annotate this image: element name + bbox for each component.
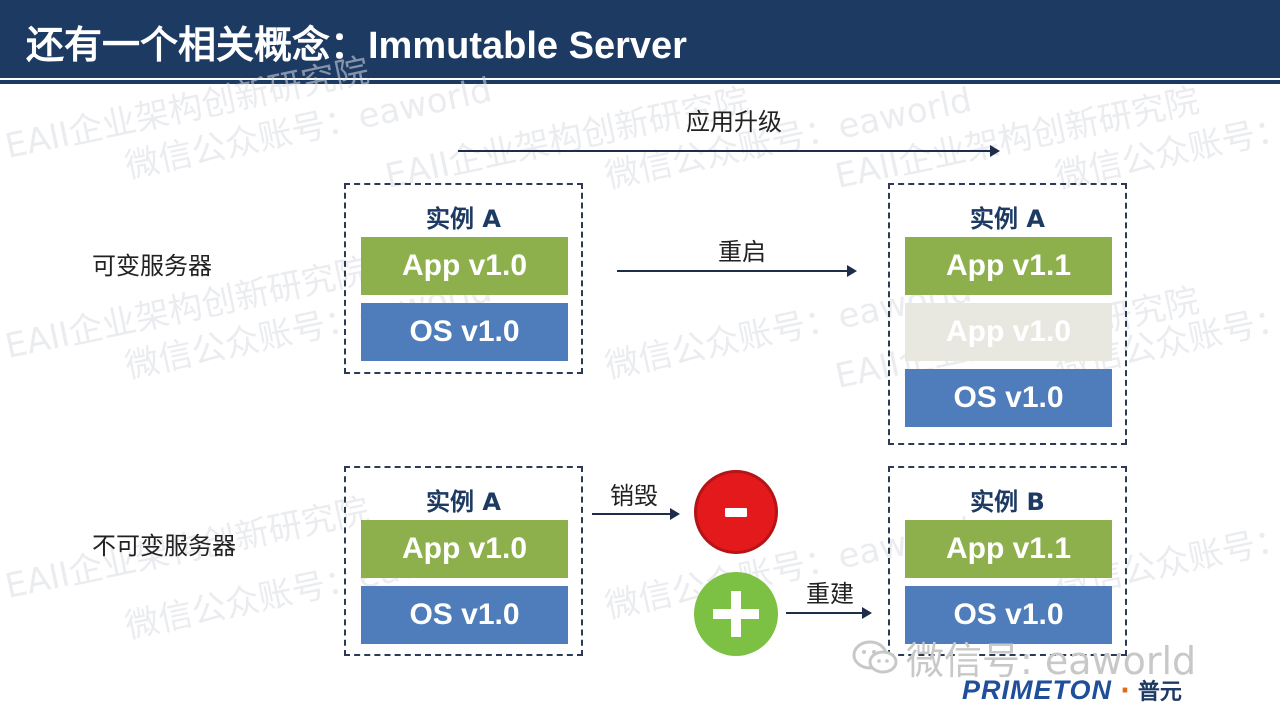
header-rule [0,80,1280,84]
rebuild-arrow [786,607,872,619]
mutable-instance-a-upgraded-box: 实例 A App v1.1 App v1.0 OS v1.0 [888,183,1127,445]
app-layer: App v1.0 [361,520,568,578]
wechat-account: 微信号: eaworld [852,630,1196,685]
logo-dot: · [1120,676,1130,706]
destroy-arrow [592,508,680,520]
watermark: 微信公众账号：eaworld [1051,80,1280,197]
os-layer: OS v1.0 [361,303,568,361]
watermark: EAII企业架构创新研究院 [831,80,1203,197]
immutable-instance-a-box: 实例 A App v1.0 OS v1.0 [344,466,583,656]
app-layer-new: App v1.1 [905,237,1112,295]
logo-text-en: PRIMETON [962,675,1113,705]
rebuild-label: 重建 [806,580,854,608]
upgrade-arrow [458,145,1000,157]
restart-arrow [617,265,857,277]
wechat-icon [852,640,898,673]
instance-title: 实例 A [426,205,501,233]
logo-text-cn: 普元 [1137,680,1182,705]
instance-title: 实例 B [970,488,1045,516]
wechat-id: 微信号: eaworld [906,639,1197,683]
restart-label: 重启 [718,238,766,266]
destroy-label: 销毁 [610,482,658,510]
plus-circle-icon [694,572,778,656]
instance-title: 实例 A [426,488,501,516]
primeton-logo: PRIMETON · 普元 [962,674,1182,706]
instance-title: 实例 A [970,205,1045,233]
immutable-instance-b-box: 实例 B App v1.1 OS v1.0 [888,466,1127,656]
app-layer: App v1.0 [361,237,568,295]
app-layer-old: App v1.0 [905,303,1112,361]
mutable-server-label: 可变服务器 [92,252,212,280]
minus-circle-icon [694,470,778,554]
immutable-server-label: 不可变服务器 [92,532,236,560]
page-title: 还有一个相关概念：Immutable Server [26,25,687,67]
app-layer: App v1.1 [905,520,1112,578]
upgrade-label: 应用升级 [686,108,782,136]
os-layer: OS v1.0 [361,586,568,644]
os-layer: OS v1.0 [905,369,1112,427]
watermark: 微信公众账号：eaworld [601,80,976,197]
minus-icon [725,507,747,517]
plus-icon [713,591,759,637]
header-bar: 还有一个相关概念：Immutable Server [0,0,1280,78]
mutable-instance-a-box: 实例 A App v1.0 OS v1.0 [344,183,583,374]
os-layer: OS v1.0 [905,586,1112,644]
